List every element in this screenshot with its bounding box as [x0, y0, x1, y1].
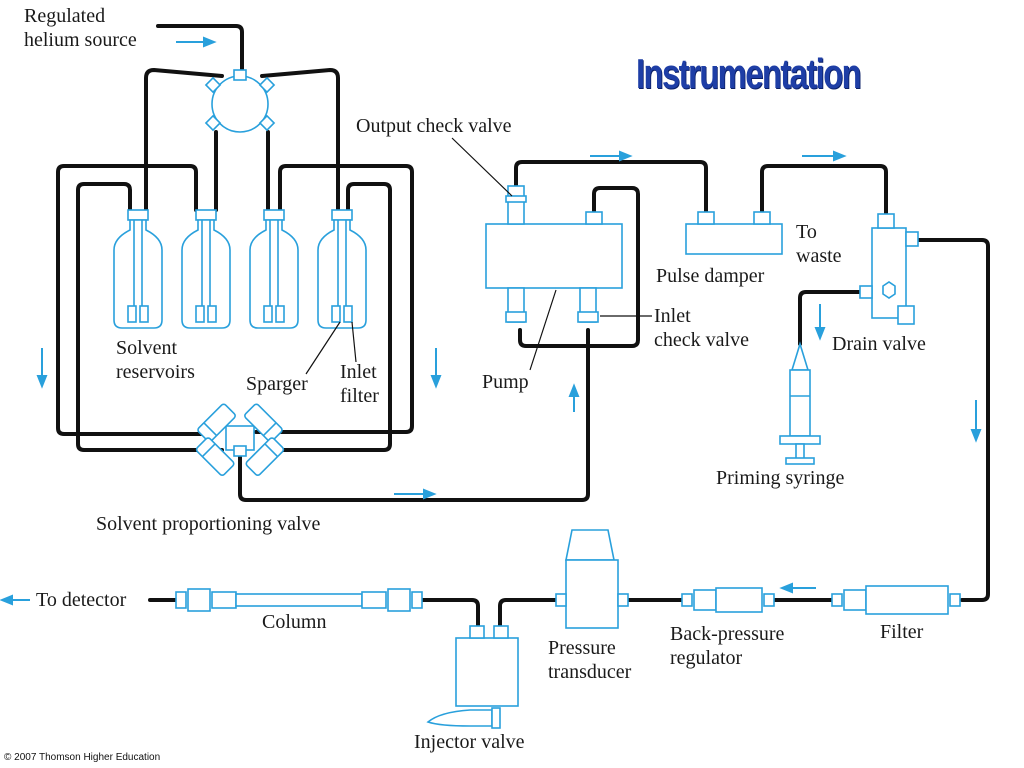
label-helium-source: Regulated helium source: [24, 5, 137, 51]
label-filter: Filter: [880, 621, 924, 643]
arrow-bottom-left: [779, 582, 816, 594]
filter: [831, 585, 961, 615]
injector-valve: [426, 625, 519, 729]
arrow-to-pump: [394, 488, 437, 500]
label-pulse-damper: Pulse damper: [656, 265, 765, 287]
arrow-helium: [176, 36, 217, 48]
pump: [485, 185, 623, 323]
helium-distributor: [204, 69, 276, 133]
arrow-to-detector: [0, 594, 30, 606]
label-drain-valve: Drain valve: [832, 333, 926, 355]
label-solvent-proportioning-valve: Solvent proportioning valve: [96, 513, 321, 535]
arrow-left-down: [36, 348, 48, 389]
page-title: Instrumentation: [636, 50, 862, 97]
label-to-waste: To waste: [796, 221, 842, 267]
label-priming-syringe: Priming syringe: [716, 467, 845, 489]
solvent-reservoir-bottles: [113, 209, 367, 329]
label-solvent-reservoirs: Solvent reservoirs: [116, 337, 195, 383]
copyright-notice: © 2007 Thomson Higher Education: [4, 752, 161, 763]
label-pump: Pump: [482, 371, 529, 393]
label-column: Column: [262, 611, 327, 633]
arrow-top-2: [802, 150, 847, 162]
solvent-proportioning-valve: [195, 403, 285, 476]
label-sparger: Sparger: [246, 373, 308, 395]
drain-valve: [859, 213, 919, 325]
back-pressure-regulator: [681, 587, 775, 613]
label-back-pressure-regulator: Back-pressure regulator: [670, 623, 785, 669]
bottle-4: [317, 209, 367, 329]
arrow-right-side-down: [970, 400, 982, 443]
label-pressure-transducer: Pressure transducer: [548, 637, 632, 683]
arrow-top-1: [590, 150, 633, 162]
arrow-up-pump: [568, 383, 580, 412]
column: [175, 588, 423, 612]
bottle-3: [249, 209, 299, 329]
label-output-check-valve: Output check valve: [356, 115, 512, 137]
arrow-syringe-down: [814, 304, 826, 341]
label-injector-valve: Injector valve: [414, 731, 525, 753]
bottle-2: [181, 209, 231, 329]
pressure-transducer: [555, 529, 629, 629]
priming-syringe: [779, 341, 821, 465]
tubing: [56, 24, 990, 628]
arrow-right-down: [430, 348, 442, 389]
label-to-detector: To detector: [36, 589, 127, 611]
bottle-1: [113, 209, 163, 329]
leader-lines: [305, 137, 652, 375]
label-inlet-filter: Inlet filter: [340, 361, 379, 407]
flow-arrows: [0, 36, 982, 606]
pulse-damper: [685, 211, 783, 255]
label-inlet-check-valve: Inlet check valve: [654, 305, 749, 351]
